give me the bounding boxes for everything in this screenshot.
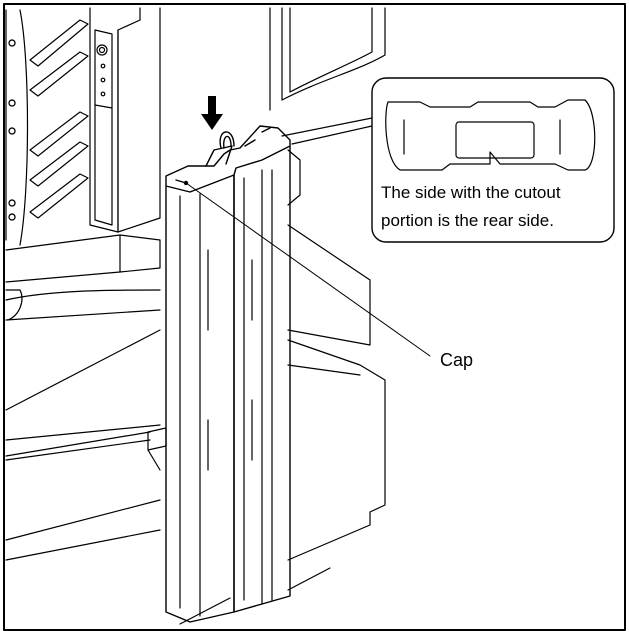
push-down-arrow-icon bbox=[201, 96, 223, 130]
vertical-cover bbox=[165, 145, 291, 623]
figure-border bbox=[3, 3, 626, 631]
callout-text-line1: The side with the cutout bbox=[381, 183, 561, 202]
cap-top-view-inset bbox=[385, 99, 596, 171]
cap-label: Cap bbox=[440, 350, 473, 370]
cap-label-group: Cap bbox=[183, 180, 473, 370]
callout-text-line2: portion is the rear side. bbox=[381, 211, 554, 230]
callout-bubble: The side with the cutout portion is the … bbox=[281, 77, 615, 243]
cap bbox=[165, 125, 291, 193]
rack-cabinet bbox=[5, 7, 386, 625]
